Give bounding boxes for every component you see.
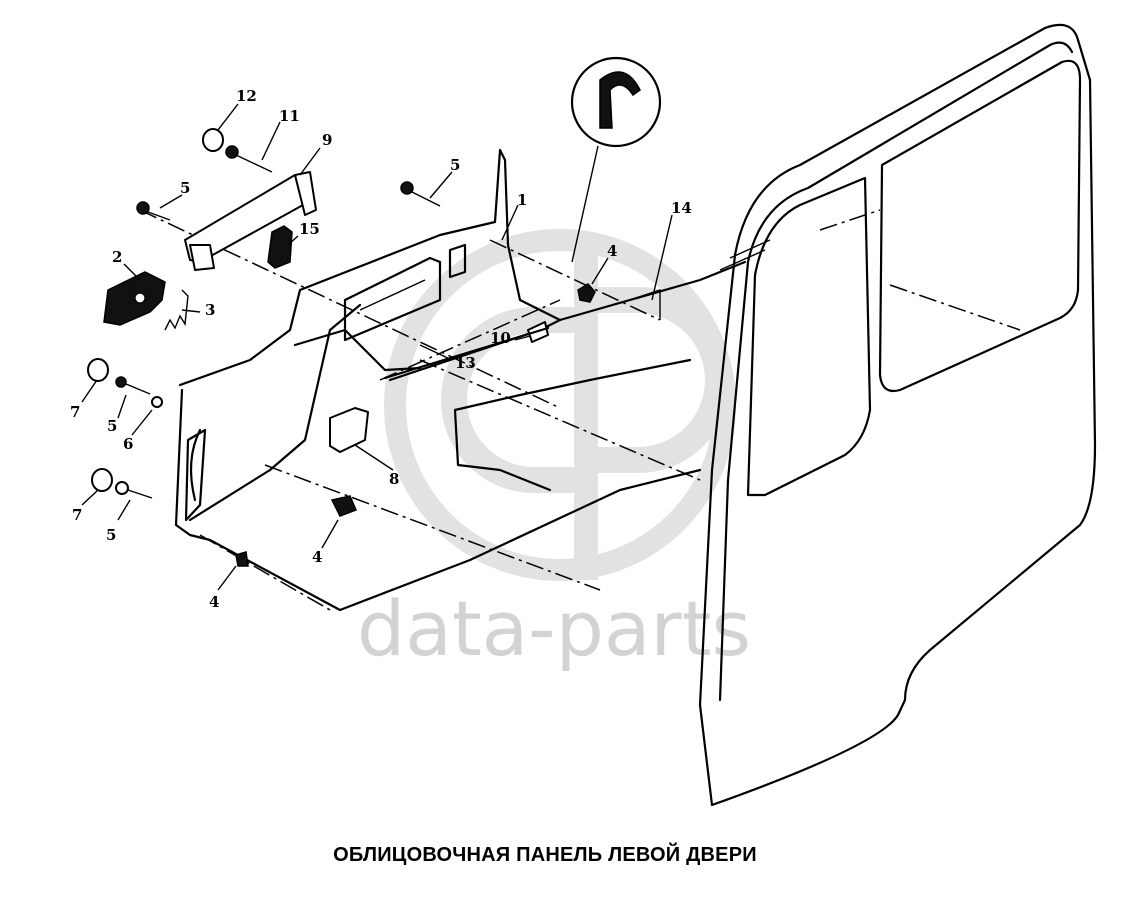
callout-4: 4 (209, 593, 219, 611)
diagram-caption: ОБЛИЦОВОЧНАЯ ПАНЕЛЬ ЛЕВОЙ ДВЕРИ (333, 844, 757, 866)
callout-4: 4 (312, 548, 322, 566)
part-3-spring (164, 289, 189, 331)
callout-labels: 12 11 9 5 5 1 14 15 2 4 3 10 13 7 5 6 8 … (70, 87, 692, 611)
part-2-handle (103, 271, 166, 326)
watermark-text: data-parts (357, 584, 751, 673)
callout-12: 12 (236, 87, 257, 105)
part-13-strip (383, 326, 550, 380)
callout-4: 4 (607, 242, 617, 260)
callout-7: 7 (70, 403, 80, 421)
callout-6: 6 (123, 435, 133, 453)
caps-7-12 (87, 128, 224, 492)
callout-5: 5 (180, 179, 190, 197)
callout-9: 9 (322, 131, 332, 149)
callout-11: 11 (279, 107, 300, 125)
callout-5: 5 (107, 417, 117, 435)
fasteners-4 (235, 283, 596, 567)
fasteners-screws (115, 145, 441, 499)
part-14-strip (629, 289, 661, 320)
trim-panel (174, 148, 747, 612)
callout-10: 10 (490, 329, 511, 347)
part-9-bracket (184, 171, 317, 271)
callout-2: 2 (112, 248, 122, 266)
callout-8: 8 (389, 470, 399, 488)
part-15-clip (267, 225, 293, 269)
detail-inset (570, 56, 662, 263)
watermark-logo (384, 229, 736, 581)
leader-lines (81, 103, 673, 591)
callout-7: 7 (72, 506, 82, 524)
callout-15: 15 (299, 220, 320, 238)
callout-1: 1 (517, 191, 527, 209)
callout-14: 14 (671, 199, 692, 217)
door-frame (698, 23, 1097, 807)
part-8-plug (329, 407, 369, 453)
callout-3: 3 (205, 301, 215, 319)
callout-5: 5 (106, 526, 116, 544)
callout-13: 13 (455, 354, 476, 372)
callout-5: 5 (450, 156, 460, 174)
